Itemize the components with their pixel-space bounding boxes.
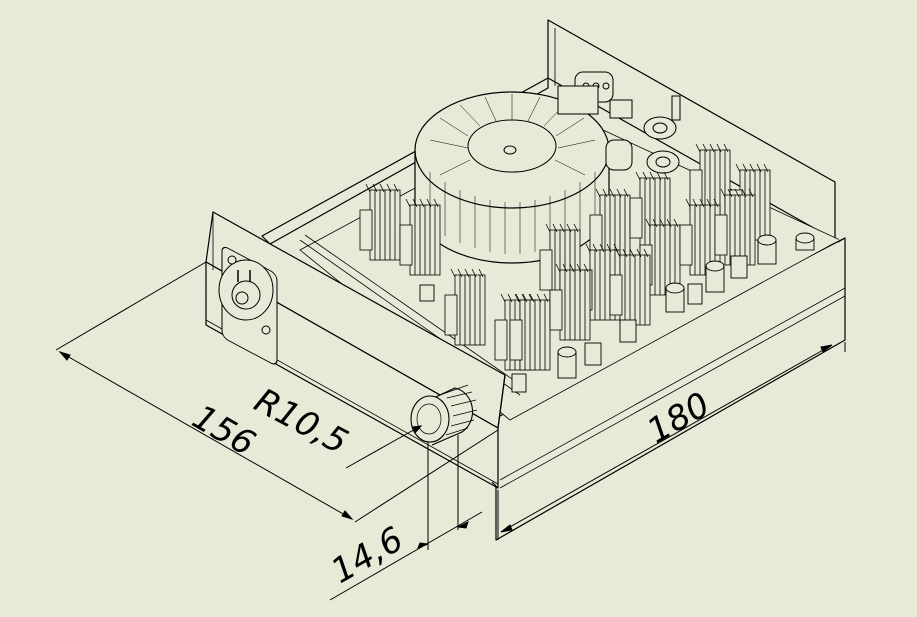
heatsink: [359, 183, 401, 261]
xlr-connector: [218, 246, 278, 365]
heatsink-array: [359, 143, 771, 371]
heatsink: [609, 248, 651, 326]
rca-jack-upper: [643, 95, 681, 140]
capacitors: [419, 232, 815, 393]
fuse-holder: [609, 99, 633, 119]
heatsink: [714, 188, 756, 266]
heatsink: [509, 293, 551, 371]
heatsink: [399, 198, 441, 276]
heatsink: [549, 263, 591, 341]
heatsink: [444, 268, 486, 346]
rca-jack-lower: [646, 150, 680, 174]
rear-connectors: [557, 71, 681, 174]
iec-power-inlet: [557, 71, 614, 115]
dimension-lines: [55, 261, 846, 601]
volume-knob: [410, 384, 478, 446]
